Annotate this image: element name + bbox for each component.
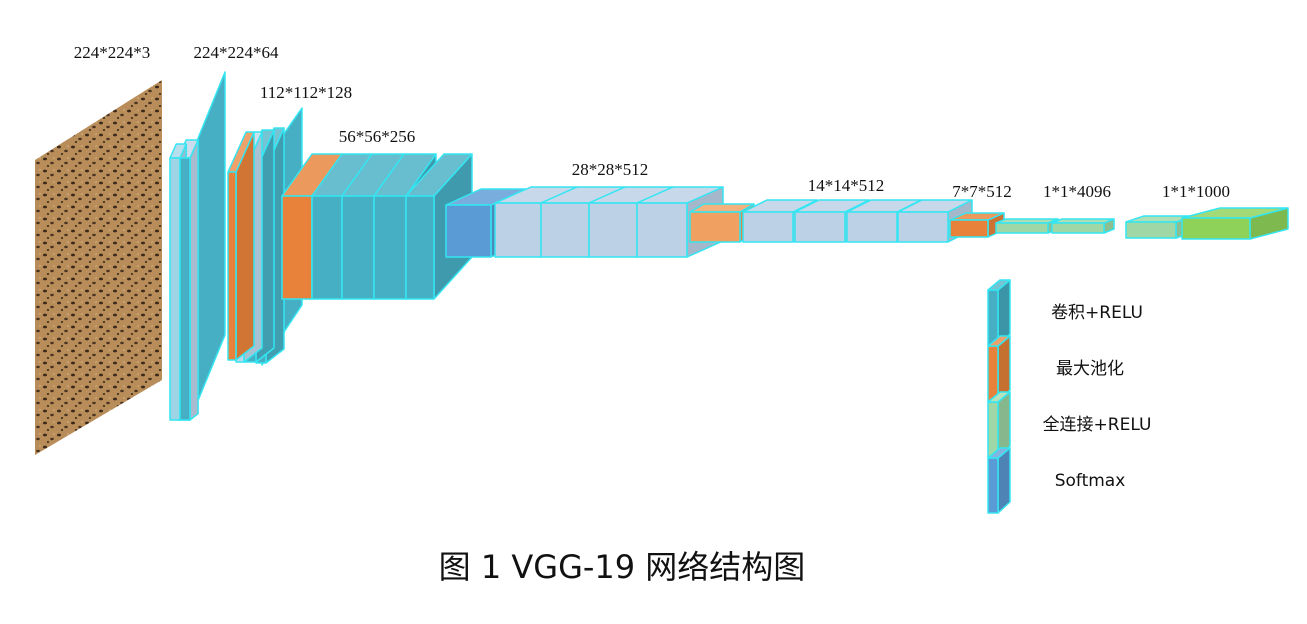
stage4-conv-2-front: [540, 202, 590, 258]
stage3-conv-2-front: [341, 195, 375, 300]
stage5-conv-2-front: [794, 211, 846, 243]
dimension-label: 112*112*128: [260, 83, 352, 102]
layer-blocks: [169, 71, 1289, 421]
stage4-conv-3-front: [588, 202, 638, 258]
fc-1: [995, 218, 1059, 234]
fc-softmax: [1181, 207, 1289, 240]
legend-swatch-side: [997, 447, 1011, 514]
legend-swatch-front: [987, 401, 999, 458]
stage3-conv-4-front: [405, 195, 435, 300]
stage2-pool-front: [227, 171, 237, 361]
figure-caption: 图 1 VGG-19 网络结构图: [439, 548, 806, 586]
legend-swatch-top: [987, 447, 1011, 459]
legend-swatch-top: [987, 335, 1011, 347]
stage6-pool-front: [949, 219, 989, 238]
stage5-conv-1-front: [742, 211, 794, 243]
stage1-layer-1-side: [189, 139, 199, 421]
stage4-conv-4-front: [636, 202, 688, 258]
stage-224: [169, 71, 226, 421]
dimension-label: 14*14*512: [808, 176, 885, 195]
stage4-conv-1-front: [494, 202, 542, 258]
dimension-label: 28*28*512: [572, 160, 649, 179]
fc-3-front: [1125, 221, 1177, 239]
dimension-labels: 224*224*3 224*224*64 112*112*128 56*56*256 2…: [74, 43, 1230, 201]
fc-2: [1051, 218, 1115, 234]
stage3-pool-front: [281, 195, 313, 300]
stage5-conv-3-front: [846, 211, 898, 243]
legend-item-softmax: Softmax: [987, 447, 1126, 514]
dimension-label: 224*224*3: [74, 43, 151, 62]
legend-label-conv: 卷积+RELU: [1051, 303, 1143, 323]
stage5-conv-4-front: [897, 211, 949, 243]
input-image: [35, 80, 162, 455]
stage3-conv-1-front: [311, 195, 343, 300]
stage5-pool-front: [689, 211, 741, 243]
legend-label-softmax: Softmax: [1055, 471, 1126, 491]
stage1-layer-2-front: [169, 157, 181, 421]
legend-item-pool: 最大池化: [987, 335, 1124, 402]
legend-swatch-top: [987, 391, 1011, 403]
legend-swatch-front: [987, 457, 999, 514]
fc-2-front: [1051, 222, 1105, 234]
stage2-pool: [227, 131, 255, 361]
dimension-label: 7*7*512: [952, 182, 1012, 201]
stage3-conv-3-front: [373, 195, 407, 300]
legend-item-conv: 卷积+RELU: [987, 279, 1143, 346]
stage1-front: [179, 157, 191, 421]
dimension-label: 56*56*256: [339, 127, 416, 146]
fc-softmax-front: [1181, 217, 1251, 240]
legend-swatch-front: [987, 345, 999, 402]
legend-label-pool: 最大池化: [1056, 359, 1124, 379]
legend-label-fc: 全连接+RELU: [1043, 415, 1152, 435]
legend-item-fc: 全连接+RELU: [987, 391, 1152, 458]
legend-swatch-front: [987, 289, 999, 346]
dimension-label: 224*224*64: [194, 43, 280, 62]
fc-1-front: [995, 222, 1049, 234]
legend-swatch-top: [987, 279, 1011, 291]
dimension-label: 1*1*1000: [1162, 182, 1230, 201]
stage4-pool-front: [445, 204, 492, 258]
dimension-label: 1*1*4096: [1043, 182, 1111, 201]
